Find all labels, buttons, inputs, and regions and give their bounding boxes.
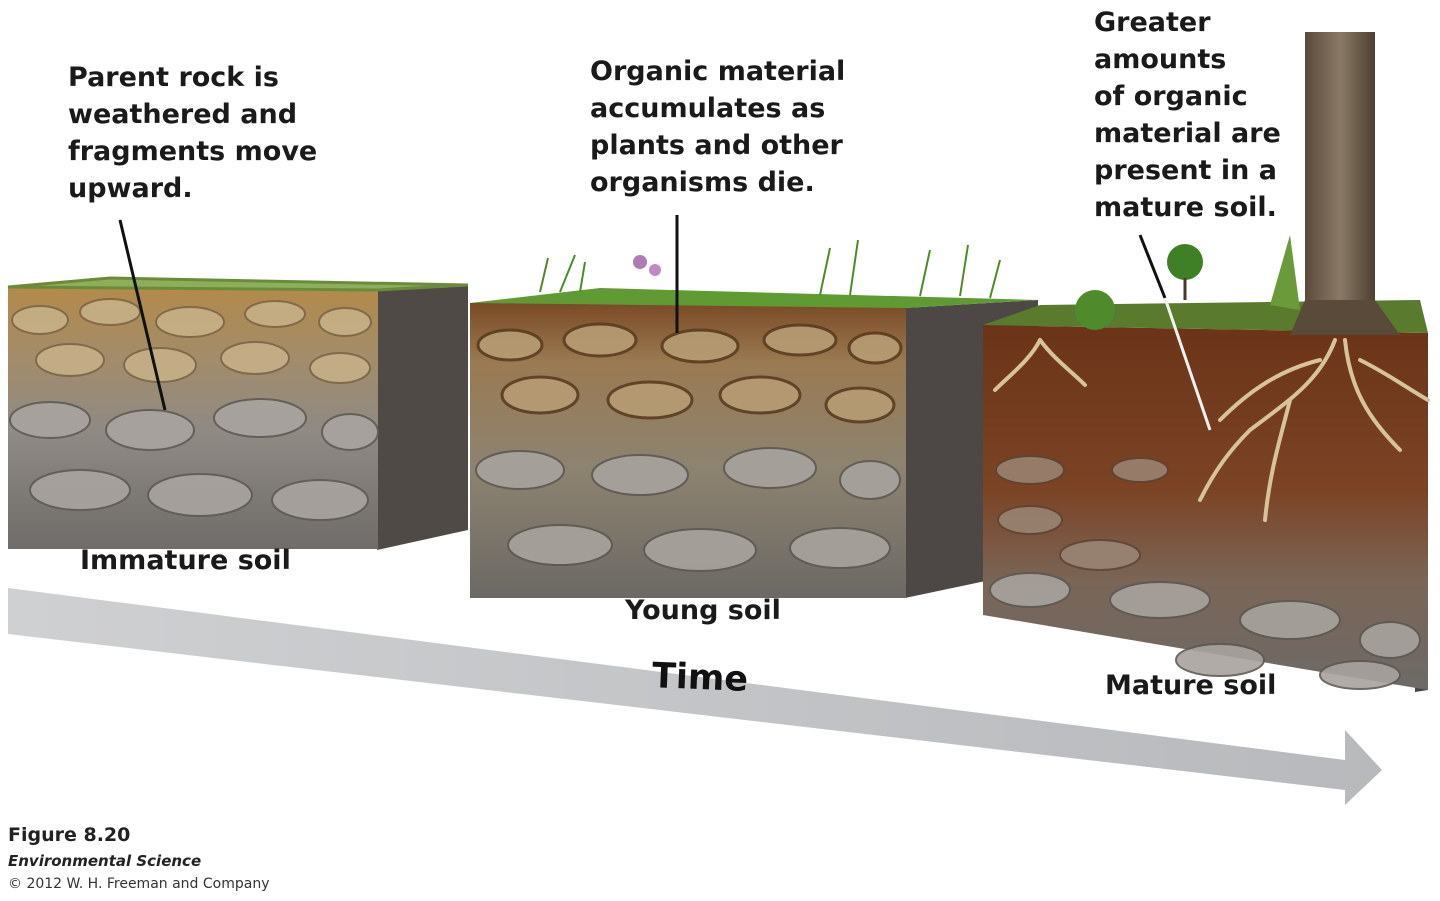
book-title: Environmental Science — [8, 852, 202, 870]
immature-soil-block — [7, 276, 469, 550]
immature-soil-label: Immature soil — [80, 545, 291, 576]
young-soil-block — [470, 239, 1038, 598]
mature-soil-block — [983, 32, 1430, 692]
figure-number: Figure 8.20 — [8, 824, 131, 846]
mature-soil-label: Mature soil — [1105, 670, 1277, 701]
young-soil-label: Young soil — [625, 595, 781, 626]
organic-accumulates-callout: Organic material accumulates as plants a… — [590, 56, 846, 198]
parent-rock-callout: Parent rock is weathered and fragments m… — [68, 62, 318, 204]
greater-amounts-callout: Greater amounts of organic material are … — [1094, 7, 1281, 223]
time-arrow — [8, 588, 1382, 805]
time-label: Time — [651, 656, 749, 700]
copyright-line: © 2012 W. H. Freeman and Company — [8, 876, 270, 892]
mature-leader-line-lower — [1163, 297, 1212, 431]
parent-rock-leader-line — [118, 219, 167, 411]
mature-leader-line-upper — [1138, 234, 1167, 299]
